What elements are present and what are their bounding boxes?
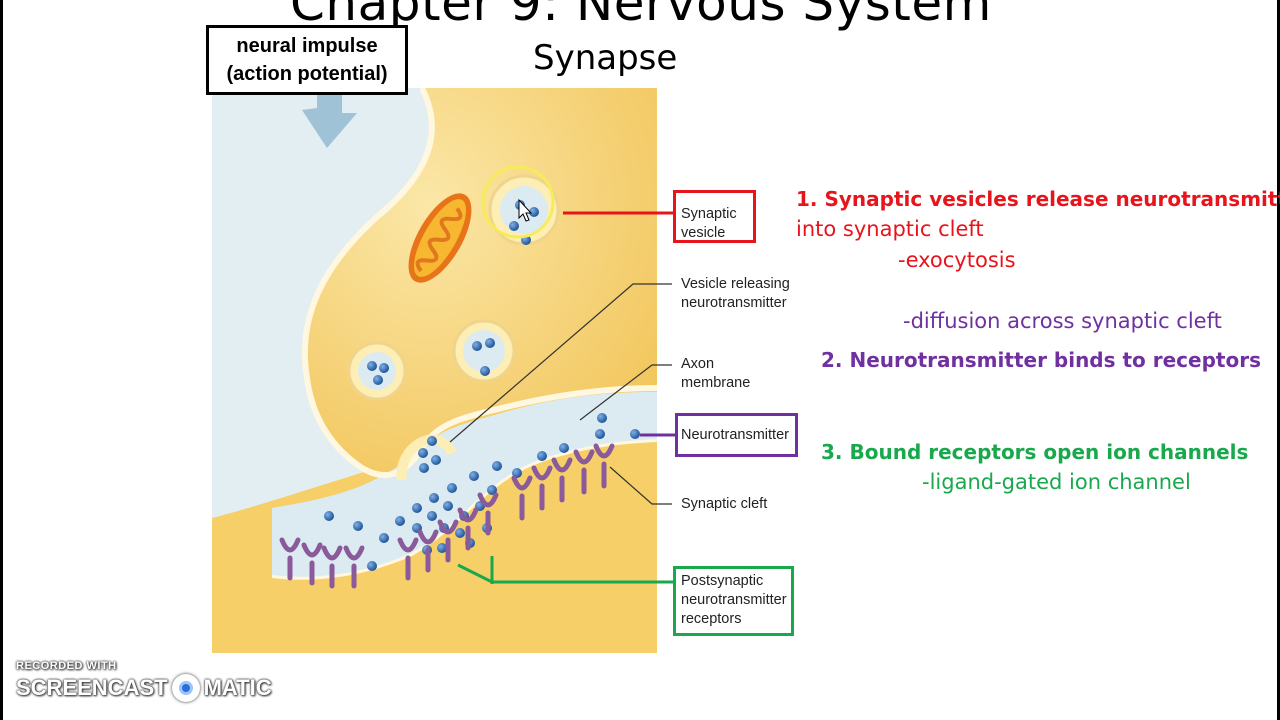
- step1-line2: into synaptic cleft: [796, 217, 984, 241]
- postsynaptic-receptors: [279, 443, 615, 589]
- synaptic-cleft-label: Synaptic cleft: [681, 496, 768, 512]
- receptors-label-box: [673, 566, 794, 636]
- vesicle-releasing-label: Vesicle releasing neurotransmitter: [681, 276, 790, 311]
- receptors-label: Postsynaptic neurotransmitter receptors: [681, 573, 787, 627]
- synapse-figure: [212, 88, 657, 653]
- highlight-circle: [481, 165, 555, 239]
- leader-line-synaptic-cleft: [609, 466, 672, 505]
- step1-heading: 1. Synaptic vesicles release neurotransm…: [796, 187, 1280, 211]
- right-frame-border: [1277, 0, 1280, 720]
- neurotransmitter-label-box: [675, 413, 798, 457]
- leader-line-axon-membrane: [579, 364, 672, 421]
- brand-left-text: SCREENCAST: [16, 675, 168, 700]
- step3-heading: 3. Bound receptors open ion channels: [821, 440, 1249, 464]
- synaptic-vesicle-label: Synaptic vesicle: [681, 206, 737, 241]
- neural-impulse-line1: neural impulse: [236, 35, 378, 57]
- impulse-arrow-icon: [302, 88, 357, 148]
- extracellular-space: [212, 88, 433, 518]
- synaptic-cleft-band: [272, 392, 657, 580]
- axon-membrane-label: Axon membrane: [681, 356, 751, 391]
- step3-sub: -ligand-gated ion channel: [922, 470, 1191, 494]
- axon-membrane-outline: [301, 88, 657, 479]
- step1-sub: -exocytosis: [898, 248, 1016, 272]
- vesicle-releasing-neurotransmitter: [396, 434, 457, 481]
- neural-impulse-box: neural impulse (action potential): [206, 25, 408, 95]
- screencast-watermark: RECORDED WITH SCREENCAST MATIC: [16, 660, 272, 702]
- screencast-logo-icon: [171, 674, 200, 702]
- neurotransmitter-label: Neurotransmitter: [681, 427, 789, 443]
- brand-right-text: MATIC: [203, 675, 272, 700]
- postsynaptic-cell: [212, 442, 657, 653]
- synaptic-vesicle: [452, 319, 516, 383]
- leader-line-releasing: [449, 283, 672, 443]
- synaptic-vesicle-label-box: [673, 190, 756, 243]
- diffusion-note: -diffusion across synaptic cleft: [903, 309, 1222, 333]
- step2-heading: 2. Neurotransmitter binds to receptors: [821, 348, 1261, 372]
- mitochondrion-icon: [408, 193, 472, 283]
- slide-subtitle: Synapse: [533, 38, 678, 78]
- recorded-with-text: RECORDED WITH: [16, 660, 117, 672]
- synaptic-vesicle: [347, 341, 407, 401]
- left-frame-border: [0, 0, 3, 720]
- cursor-icon: [518, 198, 533, 222]
- neural-impulse-line2: (action potential): [226, 63, 388, 85]
